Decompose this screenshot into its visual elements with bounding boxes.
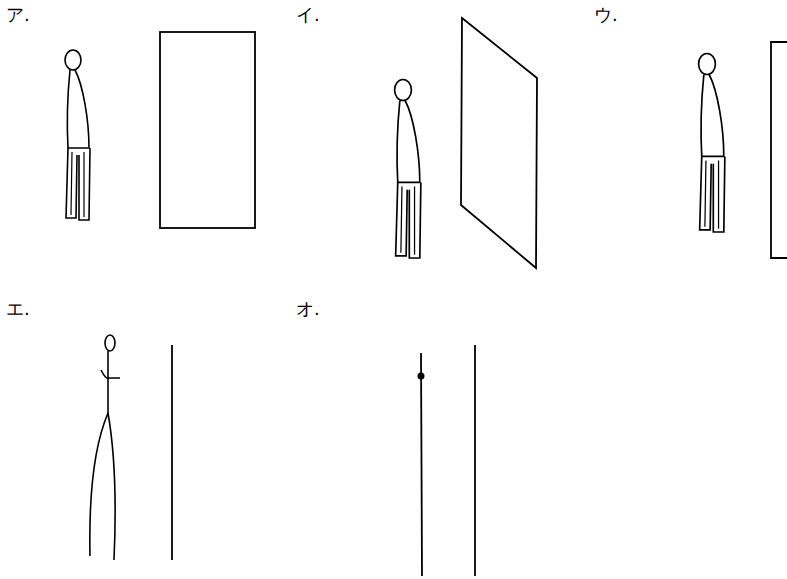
panel-label: イ.: [296, 4, 320, 26]
person-figure: [699, 54, 725, 233]
panel-label: ア.: [6, 4, 30, 26]
eye-dot: [418, 373, 425, 380]
person-figure: [65, 50, 90, 220]
person-line: [421, 353, 422, 576]
stick-figure: [90, 335, 120, 560]
mirror: [160, 32, 255, 228]
mirror-edge: [771, 42, 787, 258]
mirror-perspective: [461, 18, 537, 268]
mirror-line: [171, 345, 173, 560]
panel-label: エ.: [6, 298, 30, 320]
panel-label: ウ.: [594, 4, 618, 26]
panel-label: オ.: [296, 298, 320, 320]
mirror-line: [474, 345, 476, 576]
person-figure: [395, 80, 421, 259]
